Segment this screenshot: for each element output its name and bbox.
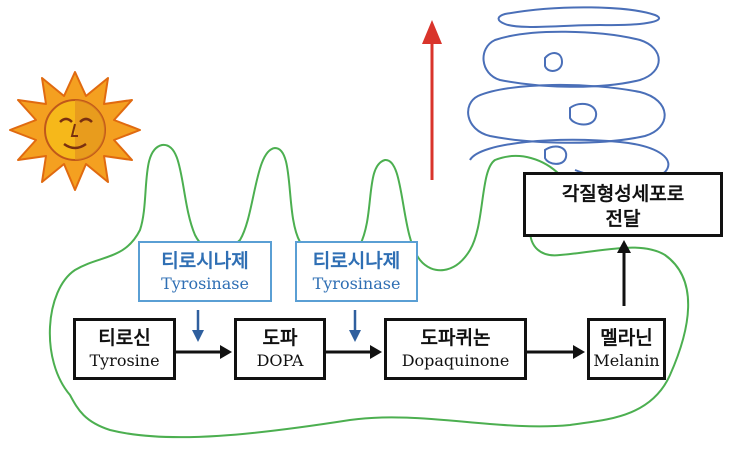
keratinocyte-nucleus-2: [569, 102, 598, 126]
sun-eye-left: [59, 117, 73, 123]
enzyme-box-1: 티로시나제 Tyrosinase: [138, 241, 272, 302]
uv-arrow: [422, 20, 442, 180]
step-box-dopaquinone: 도파퀴논 Dopaquinone: [384, 318, 527, 380]
keratinocyte-nucleus-3: [544, 145, 568, 165]
enzyme-box-2: 티로시나제 Tyrosinase: [295, 241, 418, 302]
melanocyte-outline: [48, 143, 690, 439]
pathway-arrow-1: [176, 345, 232, 359]
step-label-en: Dopaquinone: [401, 351, 510, 370]
step-box-tyrosine: 티로신 Tyrosine: [73, 318, 176, 380]
enzyme-arrow-1: [192, 310, 204, 342]
keratinocyte-layer-3: [467, 83, 666, 144]
step-box-melanin: 멜라닌 Melanin: [587, 318, 666, 380]
keratinocyte-layers: [467, 6, 670, 181]
step-box-dopa: 도파 DOPA: [234, 318, 326, 380]
keratinocyte-nucleus-1: [544, 52, 564, 72]
transfer-line-2: 전달: [605, 208, 641, 230]
step-label-ko: 멜라닌: [600, 327, 653, 349]
step-label-en: Tyrosine: [89, 351, 160, 370]
sun-eye-right: [79, 117, 93, 123]
enzyme-label-en: Tyrosinase: [161, 274, 249, 293]
enzyme-label-ko: 티로시나제: [312, 250, 401, 272]
step-label-en: DOPA: [256, 351, 304, 370]
keratinocyte-layer-1: [497, 6, 661, 28]
pathway-arrow-3: [527, 345, 585, 359]
sun-icon: [9, 71, 141, 191]
step-label-ko: 티로신: [98, 327, 151, 349]
sun-nose: [70, 123, 78, 137]
step-label-ko: 도파: [262, 327, 298, 349]
keratinocyte-layer-2: [482, 30, 660, 88]
pathway-arrow-2: [326, 345, 382, 359]
pathway-arrow-up: [617, 240, 631, 306]
enzyme-label-en: Tyrosinase: [312, 274, 401, 293]
transfer-line-1: 각질형성세포로: [561, 183, 685, 205]
step-label-en: Melanin: [593, 351, 660, 370]
enzyme-label-ko: 티로시나제: [161, 250, 249, 272]
enzyme-arrow-2: [349, 310, 361, 342]
transfer-box: 각질형성세포로 전달: [523, 172, 723, 237]
step-label-ko: 도파퀴논: [420, 327, 491, 349]
sun-mouth: [63, 142, 87, 150]
